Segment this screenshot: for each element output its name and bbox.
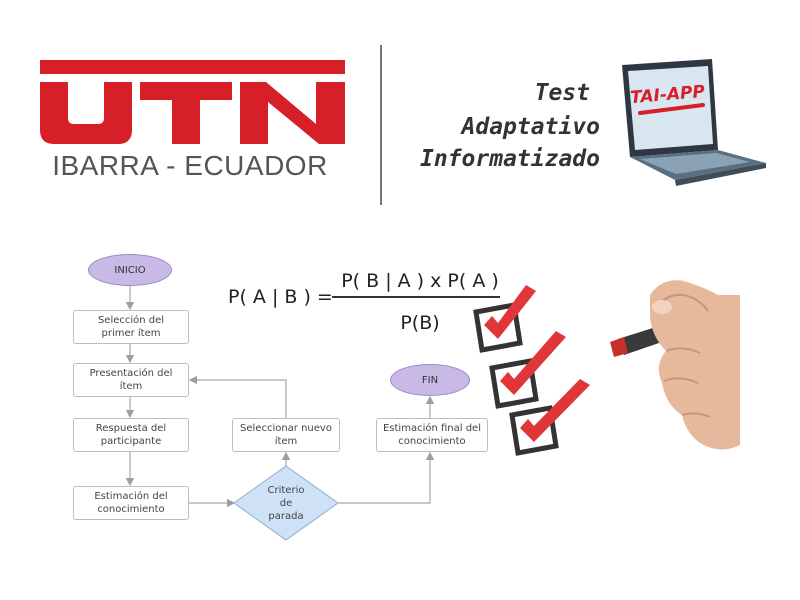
utn-logo [40, 60, 345, 144]
end-node: FIN [390, 364, 470, 396]
checkmark-icon [500, 331, 566, 395]
logo-subtitle: IBARRA - ECUADOR [52, 150, 328, 181]
checkbox-2 [489, 331, 566, 409]
checkbox-1 [473, 285, 536, 353]
formula-denominator: P(B) [400, 312, 440, 334]
hand-with-marker [610, 280, 740, 450]
estimate-node: Estimación del conocimiento [73, 486, 189, 520]
final-estimate-node: Estimación final del conocimiento [376, 418, 488, 452]
checklist-illustration [473, 285, 590, 456]
edge-decision-to-final [338, 451, 435, 504]
first-item-node: Selección del primer ítem [73, 310, 189, 344]
formula-numerator: P( B | A ) x P( A ) [341, 270, 499, 292]
new-item-node: Seleccionar nuevo ítem [232, 418, 340, 452]
formula-lhs: P( A | B ) = [228, 286, 333, 308]
formula-fraction-bar [332, 296, 500, 298]
edge-new-item-to-present [188, 375, 287, 418]
title-line-test: Test [534, 80, 590, 106]
laptop-icon: TAI-APP [622, 59, 766, 186]
start-node: INICIO [88, 254, 172, 286]
checkbox-3 [509, 379, 590, 456]
decision-label: Criterio de parada [267, 485, 305, 522]
checkmark-icon [520, 379, 590, 442]
header-divider [380, 45, 382, 205]
checkmark-icon [484, 285, 536, 339]
title-line-informatizado: Informatizado [419, 146, 600, 172]
present-item-node: Presentación del ítem [73, 363, 189, 397]
title-line-adaptativo: Adaptativo [461, 114, 600, 140]
response-node: Respuesta del participante [73, 418, 189, 452]
decision-diamond [232, 465, 340, 541]
